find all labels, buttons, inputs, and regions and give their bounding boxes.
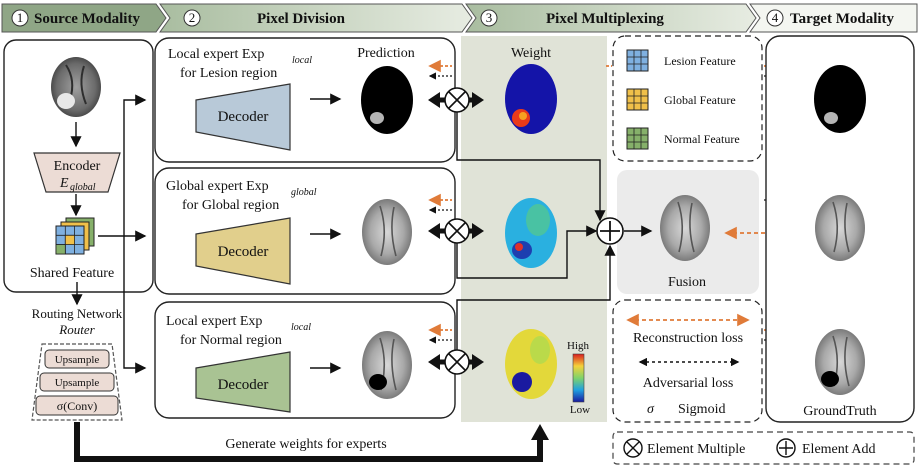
ground-truth-label: GroundTruth [803,404,876,419]
step-1-badge [11,9,29,27]
target-normal-image [815,329,865,395]
decoder-normal-label: Decoder [218,377,269,393]
weight-map-normal [505,329,557,399]
add-legend-icon [776,438,796,458]
fusion-label: Fusion [668,275,706,290]
shared-feature-label: Shared Feature [30,266,114,281]
router-conv-label: σ(Conv) [57,399,97,413]
router-upsample-2 [39,372,115,392]
global-feature-label: Global Feature [664,93,736,107]
fusion-image [660,195,710,261]
ops-legend [612,431,915,465]
step-2-chevron [159,3,473,33]
generate-weights-label: Generate weights for experts [225,437,386,452]
decoder-normal [195,351,291,413]
weight-map-lesion [505,64,557,134]
step-3-label: Pixel Multiplexing [546,11,664,27]
multiply-node-global [428,218,484,244]
step-1-number: 1 [17,10,24,25]
step-1-chevron [1,3,167,33]
router-upsample-1-label: Upsample [55,354,100,366]
expert-normal-region: for Normal region [180,333,282,348]
lesion-feature-icon [626,49,649,72]
weight-generation-path [74,422,543,462]
colorbar-low-label: Low [570,404,590,416]
encoder-subscript: global [70,182,96,193]
router-label: Router [58,322,95,337]
step-4-badge [766,9,784,27]
step-2-badge [183,9,201,27]
router-block: Upsample Upsample σ(Conv) [31,343,123,421]
expert-lesion-subscript: local [292,55,312,66]
step-3-badge [480,9,498,27]
step-2-label: Pixel Division [257,11,346,27]
step-2-number: 2 [189,10,196,25]
add-node [596,217,624,245]
step-3-chevron [465,3,757,33]
expert-global-title: Global expert Exp [166,179,269,194]
add-legend-label: Element Add [802,442,876,457]
step-1-label: Source Modality [34,11,140,27]
expert-normal-title: Local expert Exp [166,314,262,329]
adversarial-loss-label: Adversarial loss [643,376,734,391]
decoder-global [195,217,291,285]
multiply-legend-label: Element Multiple [647,442,745,457]
router-upsample-1 [44,349,110,369]
expert-normal-subscript: local [291,322,311,333]
source-mri-image [48,55,104,119]
header-bar: 1 Source Modality 2 Pixel Division 3 Pix… [1,3,918,33]
expert-lesion-region: for Lesion region [180,66,277,81]
multiply-legend-icon [623,438,643,458]
shared-feature-grid [55,217,95,255]
decoder-lesion [195,83,291,151]
weight-label: Weight [511,46,551,61]
multiply-node-normal [428,349,484,375]
colorbar [572,353,585,403]
global-feature-icon [626,88,649,111]
routing-network-label: Routing Network [32,306,123,321]
router-conv [35,395,119,416]
feature-legend [612,35,763,162]
reconstruction-loss-label: Reconstruction loss [633,331,743,346]
normal-feature-icon [626,127,649,150]
sigmoid-label: Sigmoid [678,402,725,417]
prediction-lesion-image [361,66,413,134]
expert-lesion-title: Local expert Exp [168,47,264,62]
target-global-image [815,195,865,261]
prediction-label: Prediction [357,46,415,61]
step-4-chevron [749,3,918,33]
lesion-feature-label: Lesion Feature [664,54,736,68]
expert-global-subscript: global [291,187,317,198]
prediction-global-image [362,199,412,265]
router-upsample-2-label: Upsample [55,377,100,389]
expert-global-region: for Global region [182,198,279,213]
step-4-label: Target Modality [790,11,895,27]
encoder-label: Encoder [54,159,101,174]
normal-feature-label: Normal Feature [664,132,740,146]
weight-map-global [505,198,557,268]
colorbar-high-label: High [567,340,590,352]
decoder-lesion-label: Decoder [218,109,269,125]
multiply-node-lesion [428,87,484,113]
decoder-global-label: Decoder [218,244,269,260]
sigma-symbol: σ [647,402,655,417]
prediction-normal-image [362,331,412,399]
encoder-symbol: E [59,176,69,191]
encoder-block: Encoder E global [33,152,121,193]
step-3-number: 3 [486,10,493,25]
target-lesion-image [814,65,866,133]
step-4-number: 4 [772,10,779,25]
